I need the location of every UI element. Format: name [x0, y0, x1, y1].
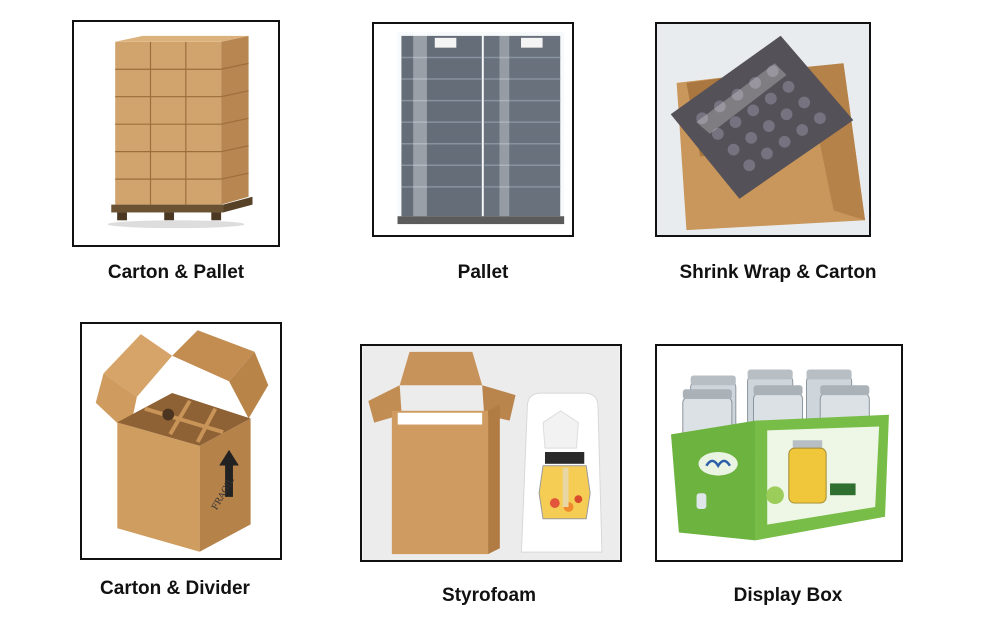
styrofoam-photo [360, 344, 622, 562]
carton-divider-illustration: FRAGIL [82, 324, 280, 558]
display-box-photo [655, 344, 903, 562]
carton-pallet-photo [72, 20, 280, 247]
caption-carton-pallet: Carton & Pallet [107, 262, 245, 283]
carton-divider-photo: FRAGIL [80, 322, 282, 560]
display-box-illustration [657, 346, 901, 560]
caption-shrink-wrap-carton: Shrink Wrap & Carton [679, 262, 877, 283]
shrink-wrap-carton-photo [655, 22, 871, 237]
caption-pallet: Pallet [457, 262, 509, 283]
styrofoam-illustration [362, 346, 620, 560]
shrink-wrap-carton-illustration [657, 24, 869, 235]
caption-carton-divider: Carton & Divider [100, 578, 250, 599]
caption-styrofoam: Styrofoam [442, 585, 536, 606]
wrapped-pallet-photo [372, 22, 574, 237]
caption-display-box: Display Box [733, 585, 843, 606]
carton-pallet-illustration [74, 22, 278, 245]
wrapped-pallet-illustration [374, 24, 572, 235]
